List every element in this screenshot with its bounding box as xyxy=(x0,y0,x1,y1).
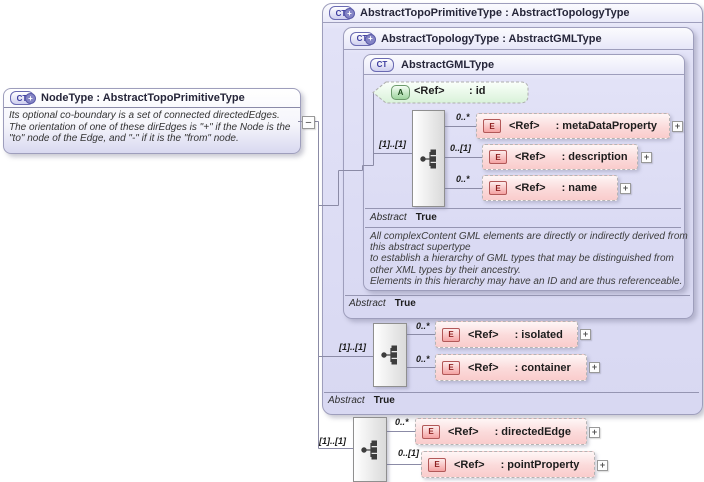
element-pointproperty[interactable]: E <Ref> : pointProperty xyxy=(421,451,595,478)
element-directededge[interactable]: E <Ref> : directedEdge xyxy=(415,418,587,445)
abstract-label: Abstract xyxy=(349,298,386,309)
element-icon: E xyxy=(442,327,460,342)
sequence-icon xyxy=(381,345,397,365)
occurrence-label: 0..* xyxy=(456,174,470,184)
box-header-abstracttopologytype[interactable]: CT + AbstractTopologyType : AbstractGMLT… xyxy=(344,28,693,50)
occurrence-label: [1]..[1] xyxy=(379,139,406,149)
element-description[interactable]: E <Ref> : description xyxy=(482,144,638,170)
complextype-icon: CT xyxy=(370,57,394,72)
element-name-el[interactable]: E <Ref> : name xyxy=(482,175,618,201)
expand-button-container[interactable]: + xyxy=(589,362,600,373)
sequence-compositor-gml[interactable] xyxy=(412,110,445,207)
expand-button-isolated[interactable]: + xyxy=(580,329,591,340)
sequence-icon xyxy=(361,440,377,459)
occurrence-label: [1]..[1] xyxy=(319,436,346,446)
abstract-label: Abstract xyxy=(328,395,365,406)
box-header-abstractgmltype[interactable]: CT AbstractGMLType xyxy=(364,55,684,75)
expand-button-directededge[interactable]: + xyxy=(589,427,600,438)
complextype-icon: CT + xyxy=(329,6,355,20)
sequence-icon xyxy=(419,149,436,168)
box-title: NodeType : AbstractTopoPrimitiveType xyxy=(41,92,245,104)
element-name: : isolated xyxy=(514,328,563,341)
abstract-value: True xyxy=(373,395,395,406)
abstract-value: True xyxy=(394,298,416,309)
element-name: : name xyxy=(561,182,598,194)
element-ref: <Ref> xyxy=(448,425,479,438)
element-metadataproperty[interactable]: E <Ref> : metaDataProperty xyxy=(476,113,670,139)
element-icon: E xyxy=(428,457,446,472)
expand-button-description[interactable]: + xyxy=(641,152,652,163)
abstract-label: Abstract xyxy=(370,212,407,223)
abstract-row-topology: Abstract True xyxy=(349,298,416,309)
element-name: : directedEdge xyxy=(494,425,571,438)
element-ref: <Ref> xyxy=(509,120,540,132)
element-icon: E xyxy=(483,119,501,133)
element-icon: E xyxy=(422,424,440,439)
attribute-ref: <Ref> xyxy=(414,85,445,97)
complextype-icon: CT + xyxy=(350,31,376,46)
occurrence-label: 0..* xyxy=(416,354,430,364)
sequence-compositor-topology[interactable] xyxy=(373,323,407,387)
separator xyxy=(345,295,690,296)
box-title: AbstractTopologyType : AbstractGMLType xyxy=(381,32,602,45)
element-ref: <Ref> xyxy=(468,361,499,374)
abstract-row-gml: Abstract True xyxy=(370,212,437,223)
separator xyxy=(324,392,699,393)
complextype-icon: CT + xyxy=(10,91,36,105)
element-ref: <Ref> xyxy=(468,328,499,341)
attribute-tag-shape xyxy=(372,81,529,104)
occurrence-label: [1]..[1] xyxy=(339,342,366,352)
occurrence-label: 0..* xyxy=(395,417,409,427)
element-container[interactable]: E <Ref> : container xyxy=(435,354,587,381)
element-name: : container xyxy=(514,361,571,374)
collapse-button-nodetype[interactable]: − xyxy=(302,116,315,129)
occurrence-label: 0..* xyxy=(456,112,470,122)
box-header-abstracttopoprimitivetype[interactable]: CT + AbstractTopoPrimitiveType : Abstrac… xyxy=(323,4,702,23)
attribute-id[interactable]: A <Ref> : id xyxy=(372,81,529,104)
occurrence-label: 0..[1] xyxy=(398,448,420,458)
separator xyxy=(365,208,681,209)
element-icon: E xyxy=(442,360,460,375)
element-name: : description xyxy=(561,151,628,163)
expand-button-metadataproperty[interactable]: + xyxy=(672,121,683,132)
expand-button-name[interactable]: + xyxy=(620,183,631,194)
nodetype-documentation: Its optional co-boundary is a set of con… xyxy=(9,110,291,145)
attribute-name: : id xyxy=(469,85,486,97)
element-icon: E xyxy=(489,181,507,195)
element-icon: E xyxy=(489,150,507,164)
element-name: : pointProperty xyxy=(500,458,580,471)
derived-plus-icon: + xyxy=(25,93,36,104)
expand-button-pointproperty[interactable]: + xyxy=(597,460,608,471)
box-header-nodetype[interactable]: CT + NodeType : AbstractTopoPrimitiveTyp… xyxy=(4,89,300,108)
abstract-value: True xyxy=(415,212,437,223)
element-ref: <Ref> xyxy=(515,182,546,194)
derived-plus-icon: + xyxy=(365,33,376,45)
abstract-row-topoprimitive: Abstract True xyxy=(328,395,395,406)
element-isolated[interactable]: E <Ref> : isolated xyxy=(435,321,578,348)
sequence-compositor-nodetype[interactable] xyxy=(353,417,387,482)
derived-plus-icon: + xyxy=(344,8,355,19)
occurrence-label: 0..* xyxy=(416,321,430,331)
element-ref: <Ref> xyxy=(515,151,546,163)
box-title: AbstractTopoPrimitiveType : AbstractTopo… xyxy=(360,7,630,19)
element-name: : metaDataProperty xyxy=(555,120,658,132)
occurrence-label: 0..[1] xyxy=(450,143,472,153)
attribute-icon: A xyxy=(391,85,410,100)
element-ref: <Ref> xyxy=(454,458,485,471)
separator xyxy=(365,227,681,228)
box-title: AbstractGMLType xyxy=(401,58,495,71)
gml-annotation: All complexContent GML elements are dire… xyxy=(370,231,688,287)
complextype-box-nodetype: CT + NodeType : AbstractTopoPrimitiveTyp… xyxy=(3,88,301,154)
